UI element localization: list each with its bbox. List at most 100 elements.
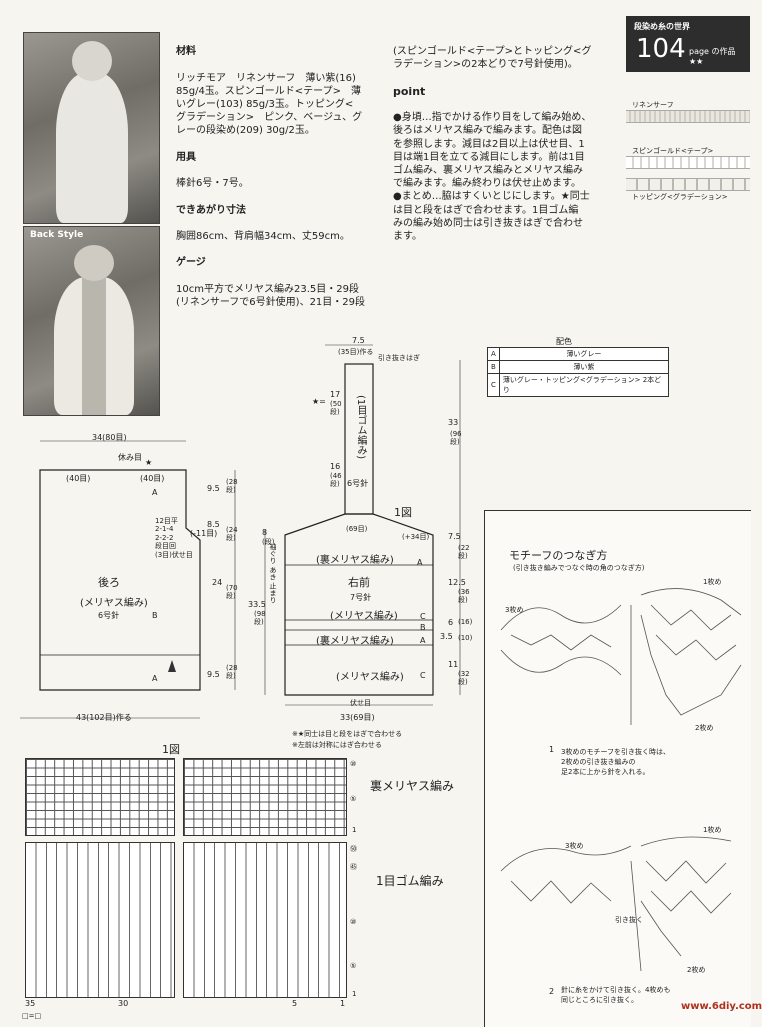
front-bottom: 33(69目) (340, 713, 375, 722)
back-d2b: (24 段) (226, 526, 238, 542)
page-word: page の作品 ★★ (689, 47, 736, 66)
back-star: ★ (145, 458, 153, 467)
row-top-10: ⑩ (350, 760, 357, 768)
chart-symbol-legend: □=□ (22, 1012, 42, 1020)
front-l1: (裏メリヤス編み) (316, 555, 394, 566)
back-rest: 休み目 (118, 453, 142, 462)
front-r1b: (22 段) (458, 544, 470, 560)
front-l2: (メリヤス編み) (330, 611, 398, 622)
yarn-swatch-1 (626, 110, 750, 123)
fig-1-label: 1図 (394, 506, 412, 519)
gauge-text: 10cm平方でメリヤス編み23.5目・29段 (リネンサーフで6号針使用)、21… (176, 283, 366, 309)
front-photo (23, 32, 160, 224)
strap-m1: 17 (330, 390, 341, 399)
front-r5: 11 (448, 660, 459, 669)
front-plus: (+34目) (402, 533, 430, 541)
front-needle: 7号針 (350, 593, 372, 602)
motif-pull: 引き抜く (615, 916, 643, 924)
motif-1st-b: 1枚め (703, 826, 722, 834)
gauge-title: ゲージ (176, 257, 206, 269)
point-block: (スピンゴールド<テープ>とトッピング<グ ラデーション>の2本どりで7号針使用… (393, 32, 603, 256)
gauge-continued: (スピンゴールド<テープ>とトッピング<グ ラデーション>の2本どりで7号針使用… (393, 46, 592, 71)
strap-m2: 16 (330, 462, 341, 471)
row-bot-10: ⑩ (350, 918, 357, 926)
back-width: 34(80目) (92, 433, 127, 442)
front-outline (284, 513, 434, 696)
page-header: 段染め糸の世界 104 page の作品 ★★ (626, 16, 750, 72)
tools-title: 用具 (176, 151, 196, 163)
yarn-label-1: リネンサーフ (632, 101, 674, 109)
motif-2nd-a: 2枚め (695, 724, 714, 732)
front-r1: 7.5 (448, 532, 461, 541)
legend-key-a: A (487, 347, 500, 361)
back-d4: 9.5 (207, 670, 220, 679)
motif-diagram-1 (500, 588, 742, 725)
front-r4: 3.5 (440, 632, 453, 641)
back-d1b: (28 段) (226, 478, 238, 494)
yarn-samples: リネンサーフ スピンゴールド<テープ> トッピング<グラデーション> (626, 78, 750, 208)
step1-num: 1 (549, 745, 555, 754)
legend-val-b: 薄い紫 (498, 360, 670, 374)
front-c2: C (420, 671, 426, 680)
armhole-note: 袖ぐり あき 止まり (269, 543, 277, 604)
motif-subtitle: (引き抜き編みでつなぐ時の角のつなぎ方) (513, 564, 645, 572)
col-5: 5 (292, 999, 298, 1008)
back-a-top: A (152, 488, 158, 497)
front-r3b: (16) (458, 618, 473, 626)
chart-rev-grid-left (25, 758, 175, 836)
materials-block: 材料 リッチモア リネンサーフ 薄い紫(16) 85g/4玉。スピンゴールド<テ… (176, 32, 386, 322)
back-d3b: (70 段) (226, 584, 238, 600)
front-note-1: ※★同士は目と段をはぎで合わせる (292, 730, 403, 738)
col-30: 30 (118, 999, 129, 1008)
back-top-right: (40目) (140, 474, 165, 483)
front-l3: (裏メリヤス編み) (316, 636, 394, 647)
page-number: 104 (636, 34, 686, 64)
yarn-label-3: トッピング<グラデーション> (632, 193, 728, 201)
back-d3: 24 (212, 578, 223, 587)
row-top-5: ⑤ (350, 795, 357, 803)
site-watermark: www.6diy.com (681, 1001, 762, 1012)
back-decrease: 12目平 2-1-4 2-2-2 段目回 (3目)伏せ目 (155, 517, 193, 559)
motif-3rd-a: 3枚め (505, 606, 524, 614)
front-arm-nb: (段) (262, 538, 275, 546)
chart-rev-grid-right (183, 758, 347, 836)
row-bot-5: ⑤ (350, 962, 357, 970)
legend-key-c: C (487, 373, 500, 397)
col-1: 1 (340, 999, 346, 1008)
motif-2nd-b: 2枚め (687, 966, 706, 974)
legend-val-c: 薄いグレー・トッピング<グラデーション> 2本どり (498, 373, 670, 397)
yarn-swatch-2 (626, 156, 750, 169)
front-r5b: (32 段) (458, 670, 470, 686)
strap-name: (1目ゴム編み) (355, 395, 366, 460)
yarn-label-2: スピンゴールド<テープ> (632, 147, 714, 155)
strap-width: 7.5 (352, 336, 365, 345)
strap-pull: 引き抜きはぎ (378, 354, 420, 362)
size-title: できあがり寸法 (176, 204, 246, 216)
front-c1: C (420, 612, 426, 621)
strap-m2b: (46 段) (330, 472, 342, 488)
row-bot-45: ㊺ (350, 863, 357, 871)
back-a-bottom: A (152, 674, 158, 683)
front-totalb: (98 段) (254, 610, 266, 626)
front-r2b: (36 段) (458, 588, 470, 604)
point-title: point (393, 84, 426, 98)
strap-m1b: (50 段) (330, 400, 342, 416)
legend-key-b: B (487, 360, 500, 374)
chart-rib-grid-left (25, 842, 175, 998)
tools-text: 棒針6号・7号。 (176, 178, 249, 190)
front-a2: A (420, 636, 426, 645)
row-bot-50: ㊿ (350, 845, 357, 853)
materials-text: リッチモア リネンサーフ 薄い紫(16) 85g/4玉。スピンゴールド<テープ>… (176, 72, 363, 137)
step2-text: 針に糸をかけて引き抜く。4枚めも 同じところに引き抜く。 (561, 986, 671, 1004)
back-photo: Back Style (23, 226, 160, 416)
front-name: 右前 (348, 576, 370, 589)
back-d1: 9.5 (207, 484, 220, 493)
row-top-1: 1 (352, 826, 357, 834)
schematic (20, 344, 461, 719)
chart-rib-grid-right (183, 842, 347, 998)
front-b1: B (420, 623, 426, 632)
total-length: 33 (448, 418, 459, 427)
front-r4b: (10) (458, 634, 473, 642)
back-stitch: (メリヤス編み) (80, 598, 148, 609)
